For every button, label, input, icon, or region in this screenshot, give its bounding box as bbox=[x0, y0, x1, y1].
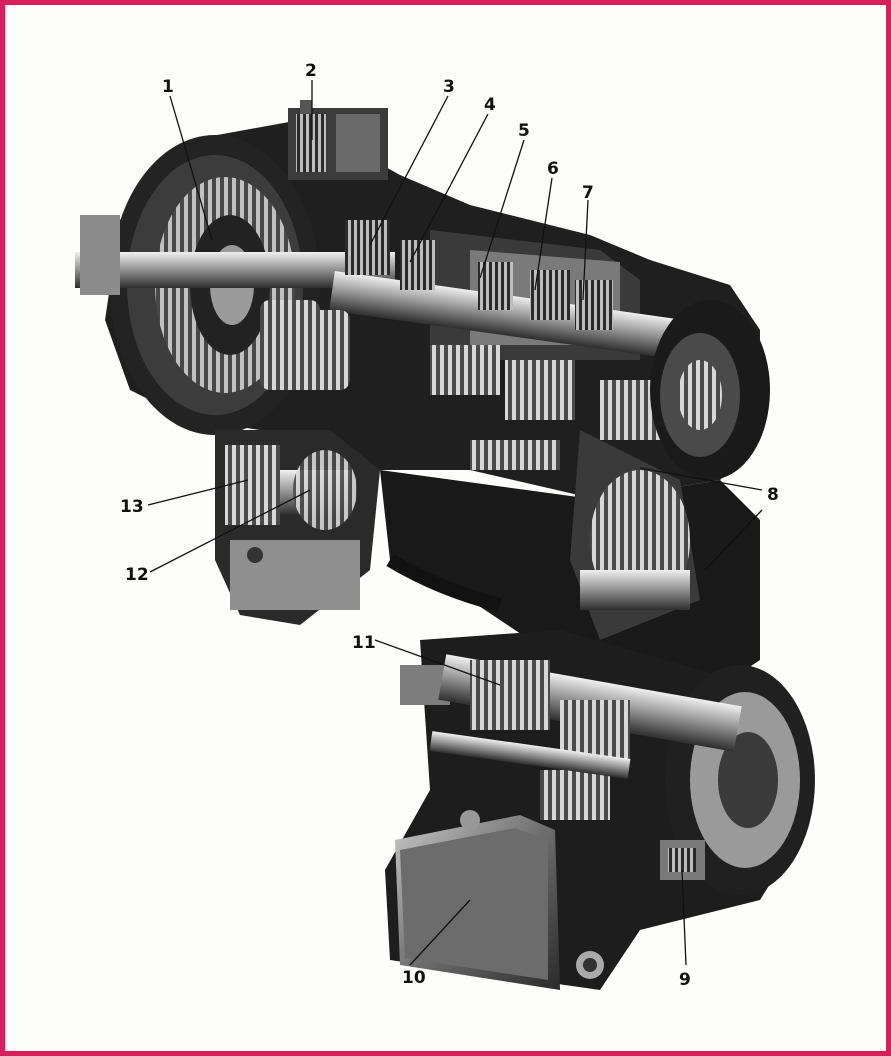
callout-10: 10 bbox=[402, 968, 426, 988]
callout-5: 5 bbox=[518, 121, 530, 141]
oil-pan bbox=[395, 810, 604, 990]
callout-3: 3 bbox=[443, 77, 455, 97]
callout-12: 12 bbox=[125, 565, 149, 585]
clutch-packs bbox=[345, 220, 613, 330]
pump-drive-assembly bbox=[215, 430, 380, 625]
callout-1: 1 bbox=[162, 77, 174, 97]
callout-2: 2 bbox=[305, 61, 317, 81]
callout-labels: 1 2 3 4 5 6 7 8 9 10 11 12 13 bbox=[120, 61, 779, 990]
gear-sets bbox=[260, 300, 660, 470]
callout-9: 9 bbox=[679, 970, 691, 990]
callout-4: 4 bbox=[484, 95, 496, 115]
callout-7: 7 bbox=[582, 183, 594, 203]
callout-13: 13 bbox=[120, 497, 144, 517]
right-end-cover bbox=[650, 300, 770, 480]
drop-housing bbox=[380, 430, 760, 700]
callout-11: 11 bbox=[352, 633, 376, 653]
control-box bbox=[288, 100, 388, 180]
callout-8: 8 bbox=[767, 485, 779, 505]
callout-6: 6 bbox=[547, 159, 559, 179]
leader-lines bbox=[147, 80, 763, 966]
